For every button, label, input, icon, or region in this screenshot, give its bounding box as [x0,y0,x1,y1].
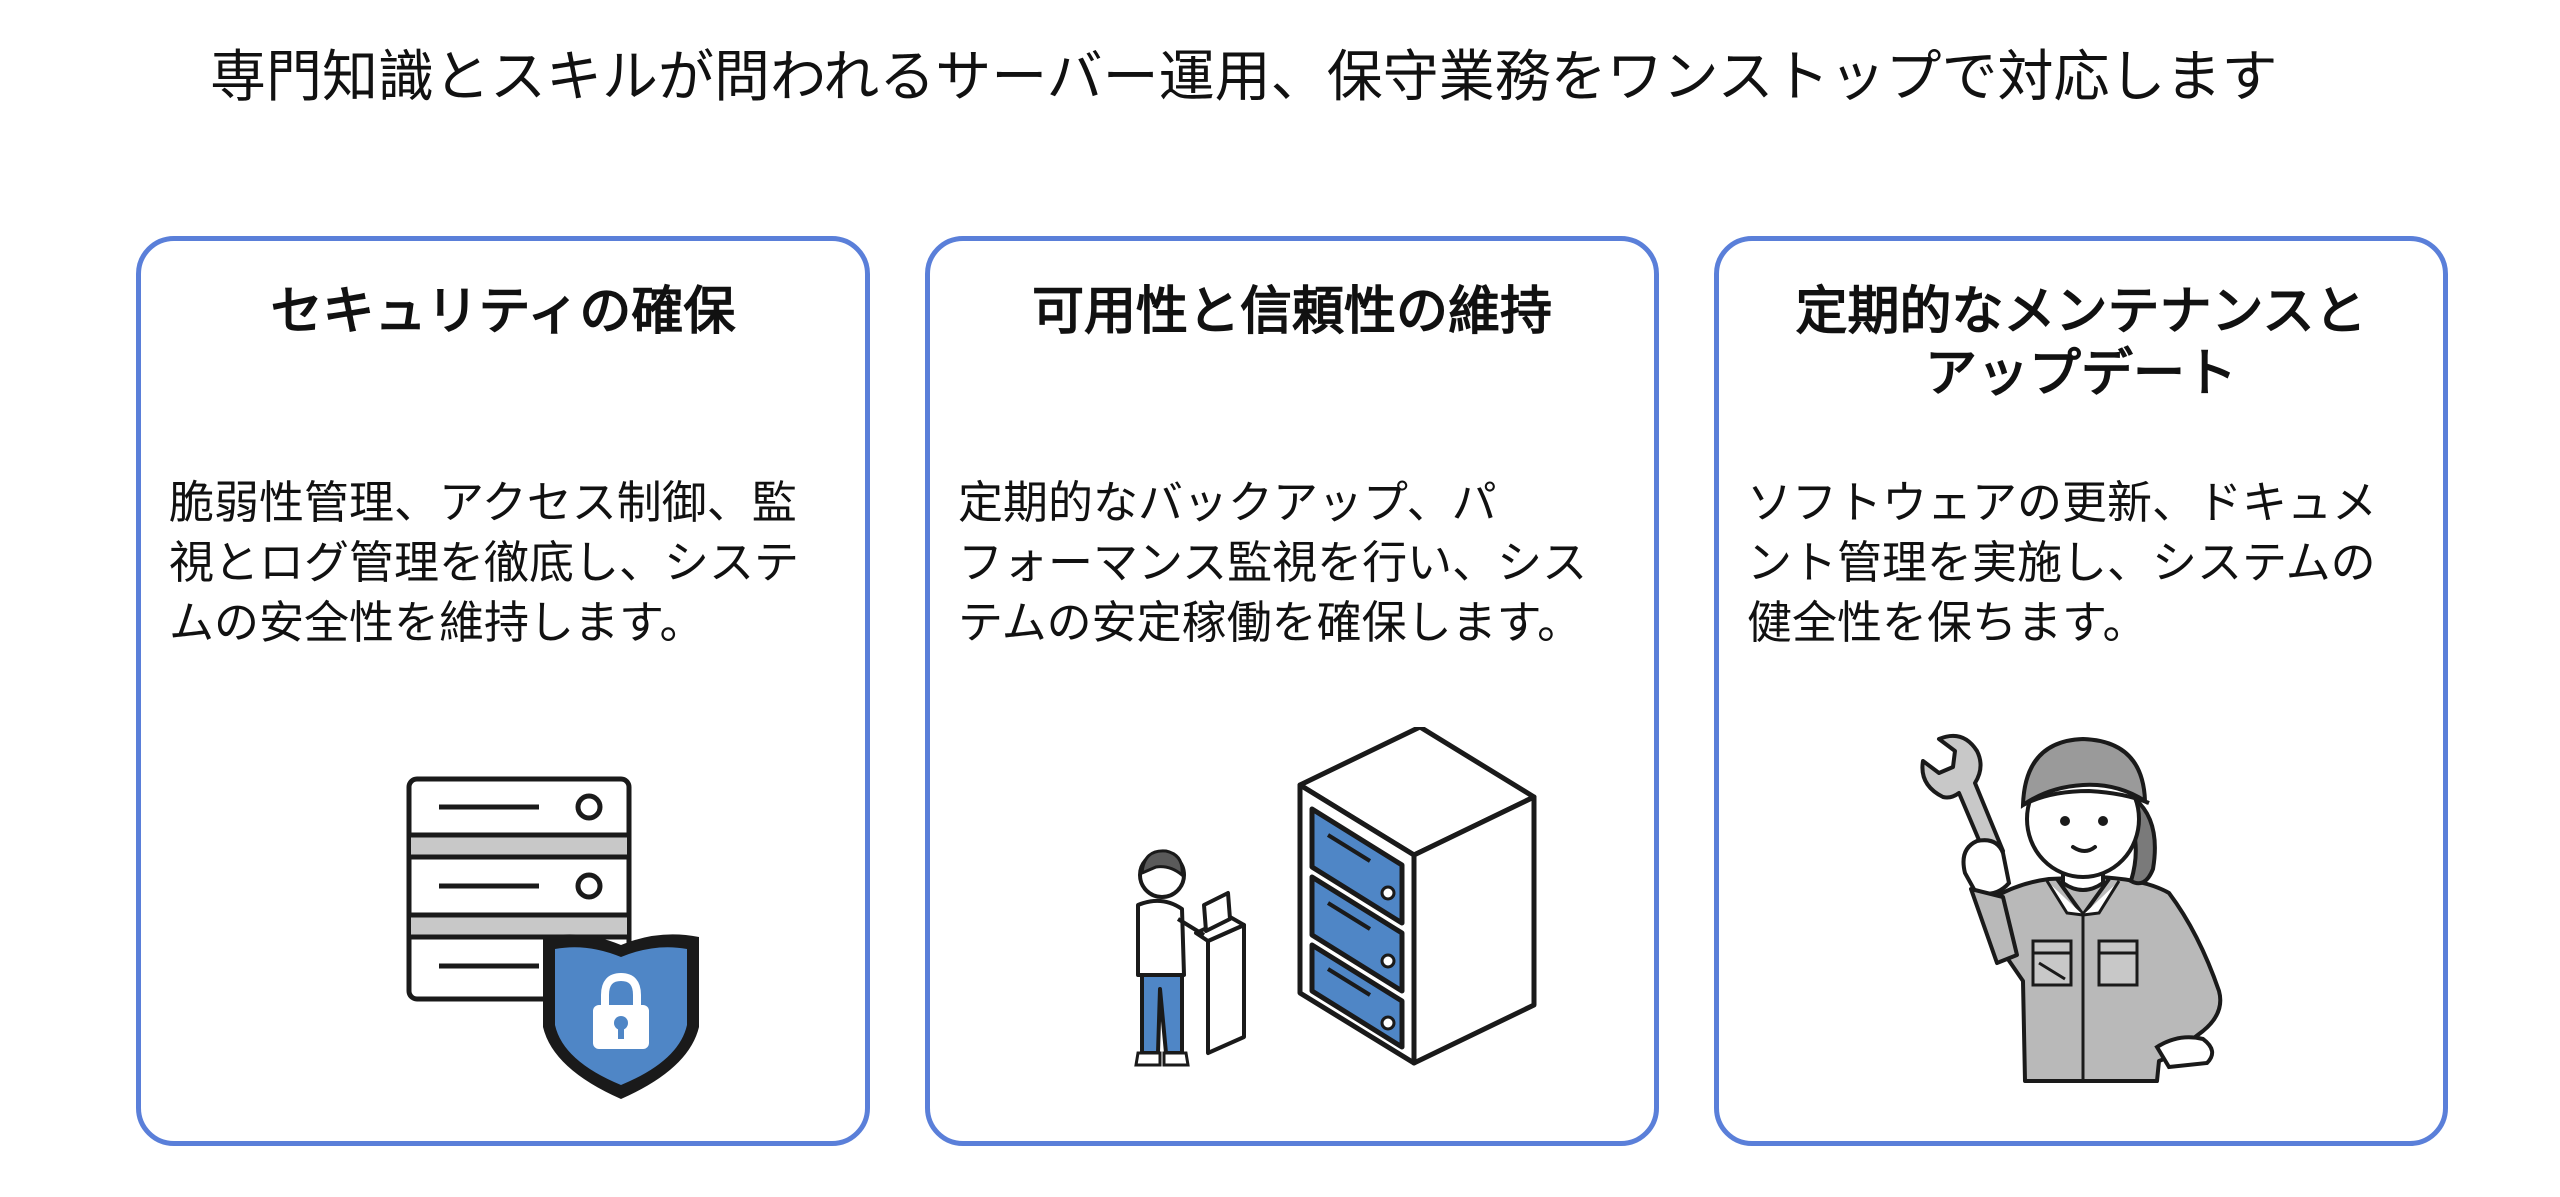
card-maintenance: 定期的なメンテナンスと アップデート ソフトウェアの更新、ドキュメ ント管理を実… [1714,236,2448,1146]
card-description: 定期的なバックアップ、パ フォーマンス監視を行い、シス テムの安定稼働を確保しま… [958,476,1588,649]
operator-server-rack-icon [1134,727,1537,1067]
server-shield-lock-icon [406,776,699,1099]
maintenance-worker-wrench-icon [1920,734,2223,1083]
card-title: セキュリティの確保 [270,282,736,342]
card-description: 脆弱性管理、アクセス制御、監 視とログ管理を徹底し、システ ムの安全性を維持しま… [169,476,800,649]
card-description: ソフトウェアの更新、ドキュメ ント管理を実施し、システムの 健全性を保ちます。 [1747,476,2378,649]
card-title: 可用性と信頼性の維持 [1031,282,1552,342]
card-title: 定期的なメンテナンスと アップデート [1795,282,2367,404]
card-security: セキュリティの確保 脆弱性管理、アクセス制御、監 視とログ管理を徹底し、システ … [136,236,870,1146]
page-heading: 専門知識とスキルが問われるサーバー運用、保守業務をワンストップで対応します [210,45,2278,110]
card-availability: 可用性と信頼性の維持 定期的なバックアップ、パ フォーマンス監視を行い、シス テ… [925,236,1659,1146]
